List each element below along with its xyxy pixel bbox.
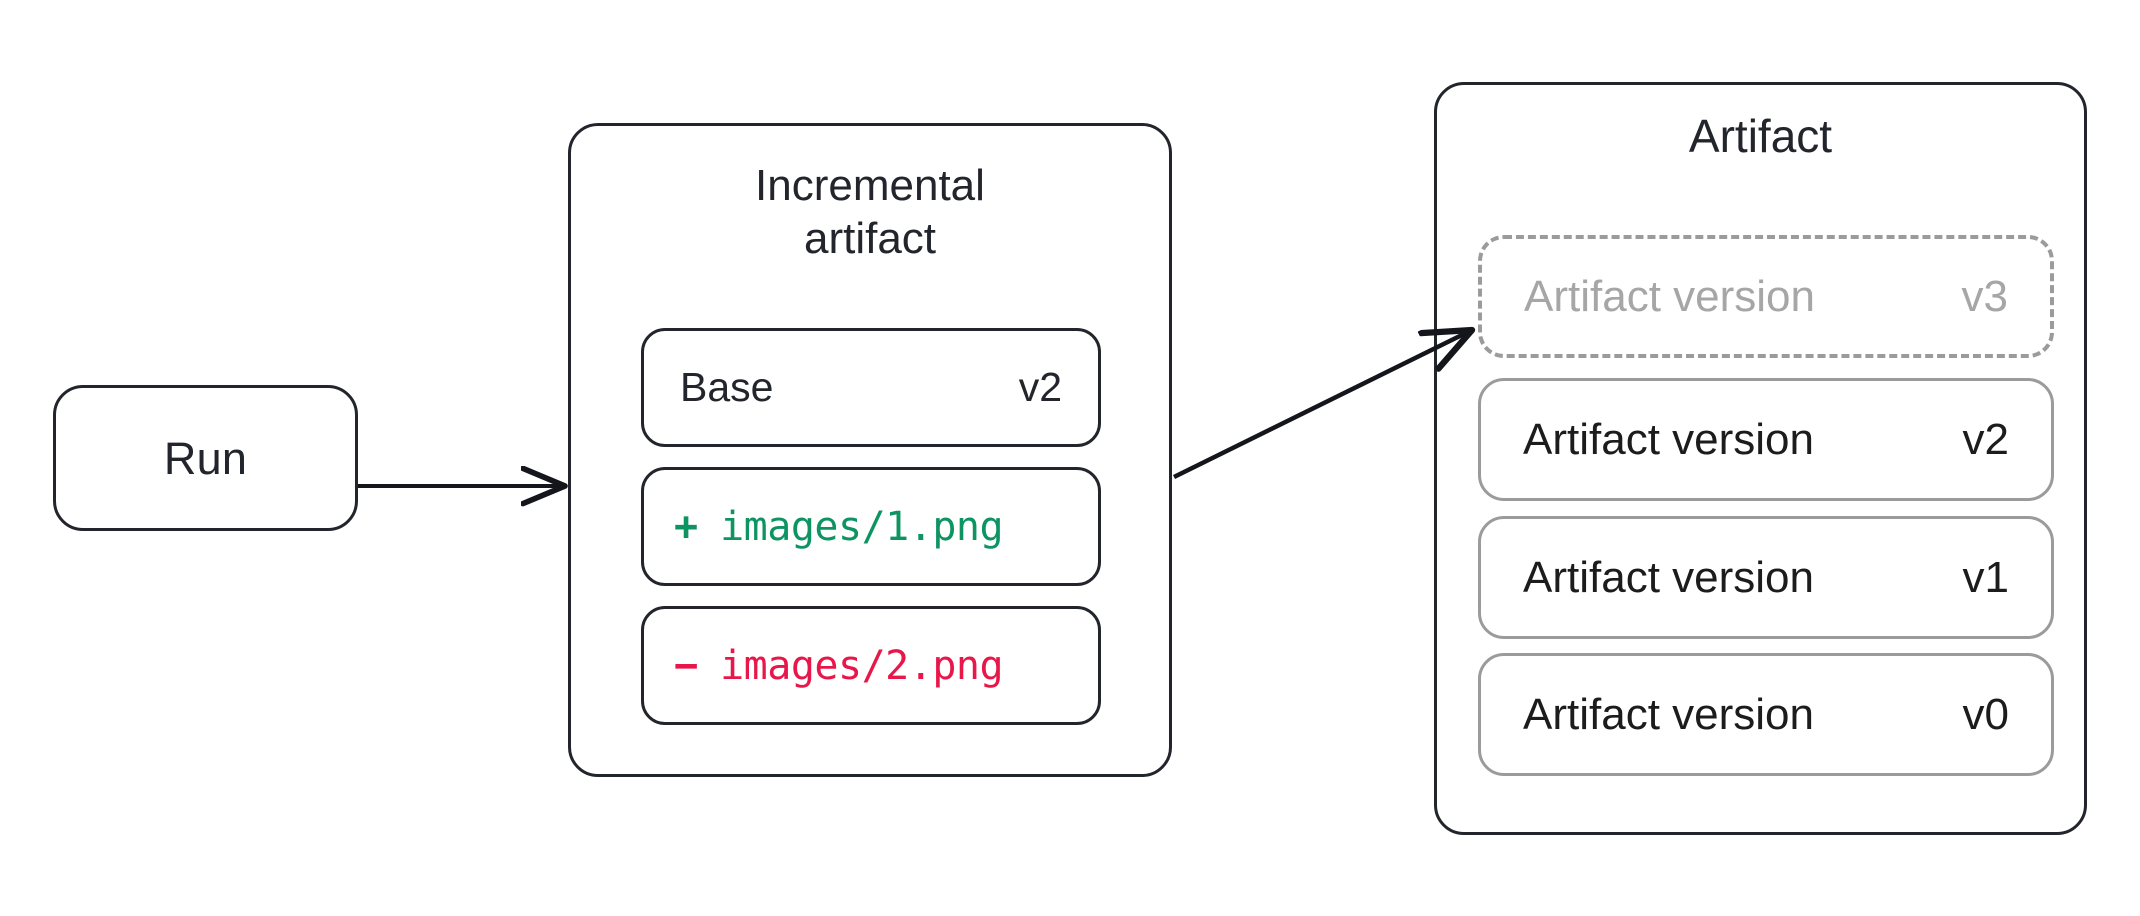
run-node-label: Run — [163, 432, 248, 484]
plus-icon: + — [674, 503, 699, 550]
artifact-title: Artifact — [1688, 110, 1833, 162]
incremental-change-row-added[interactable]: + images/1.png — [641, 467, 1101, 586]
incremental-change-path-added: images/1.png — [720, 503, 1004, 550]
artifact-version-number-v2: v2 — [1962, 414, 2009, 464]
minus-icon: − — [674, 642, 699, 689]
incremental-artifact-title: Incremental artifact — [755, 161, 985, 263]
artifact-version-number-v0: v0 — [1962, 689, 2009, 739]
connector-incremental-to-artifact — [1173, 331, 1470, 480]
artifact-version-number-v3: v3 — [1961, 271, 2008, 321]
artifact-version-label-v0: Artifact version — [1523, 689, 1814, 739]
incremental-base-label: Base — [680, 364, 774, 410]
run-node[interactable]: Run — [53, 385, 358, 531]
incremental-base-version: v2 — [1018, 364, 1062, 410]
artifact-version-row-v1[interactable]: Artifact version v1 — [1478, 516, 2054, 639]
artifact-version-row-v3[interactable]: Artifact version v3 — [1478, 235, 2054, 358]
artifact-version-number-v1: v1 — [1962, 552, 2009, 602]
incremental-artifact-node[interactable]: Incremental artifact Base v2 + images/1.… — [568, 123, 1172, 777]
incremental-change-path-deleted: images/2.png — [720, 642, 1004, 689]
incremental-change-row-deleted[interactable]: − images/2.png — [641, 606, 1101, 725]
artifact-node[interactable]: Artifact Artifact version v3 Artifact ve… — [1434, 82, 2087, 835]
incremental-base-row[interactable]: Base v2 — [641, 328, 1101, 447]
artifact-version-label-v2: Artifact version — [1523, 414, 1814, 464]
artifact-version-label-v3: Artifact version — [1524, 271, 1815, 321]
artifact-version-row-v2[interactable]: Artifact version v2 — [1478, 378, 2054, 501]
artifact-version-label-v1: Artifact version — [1523, 552, 1814, 602]
artifact-version-row-v0[interactable]: Artifact version v0 — [1478, 653, 2054, 776]
